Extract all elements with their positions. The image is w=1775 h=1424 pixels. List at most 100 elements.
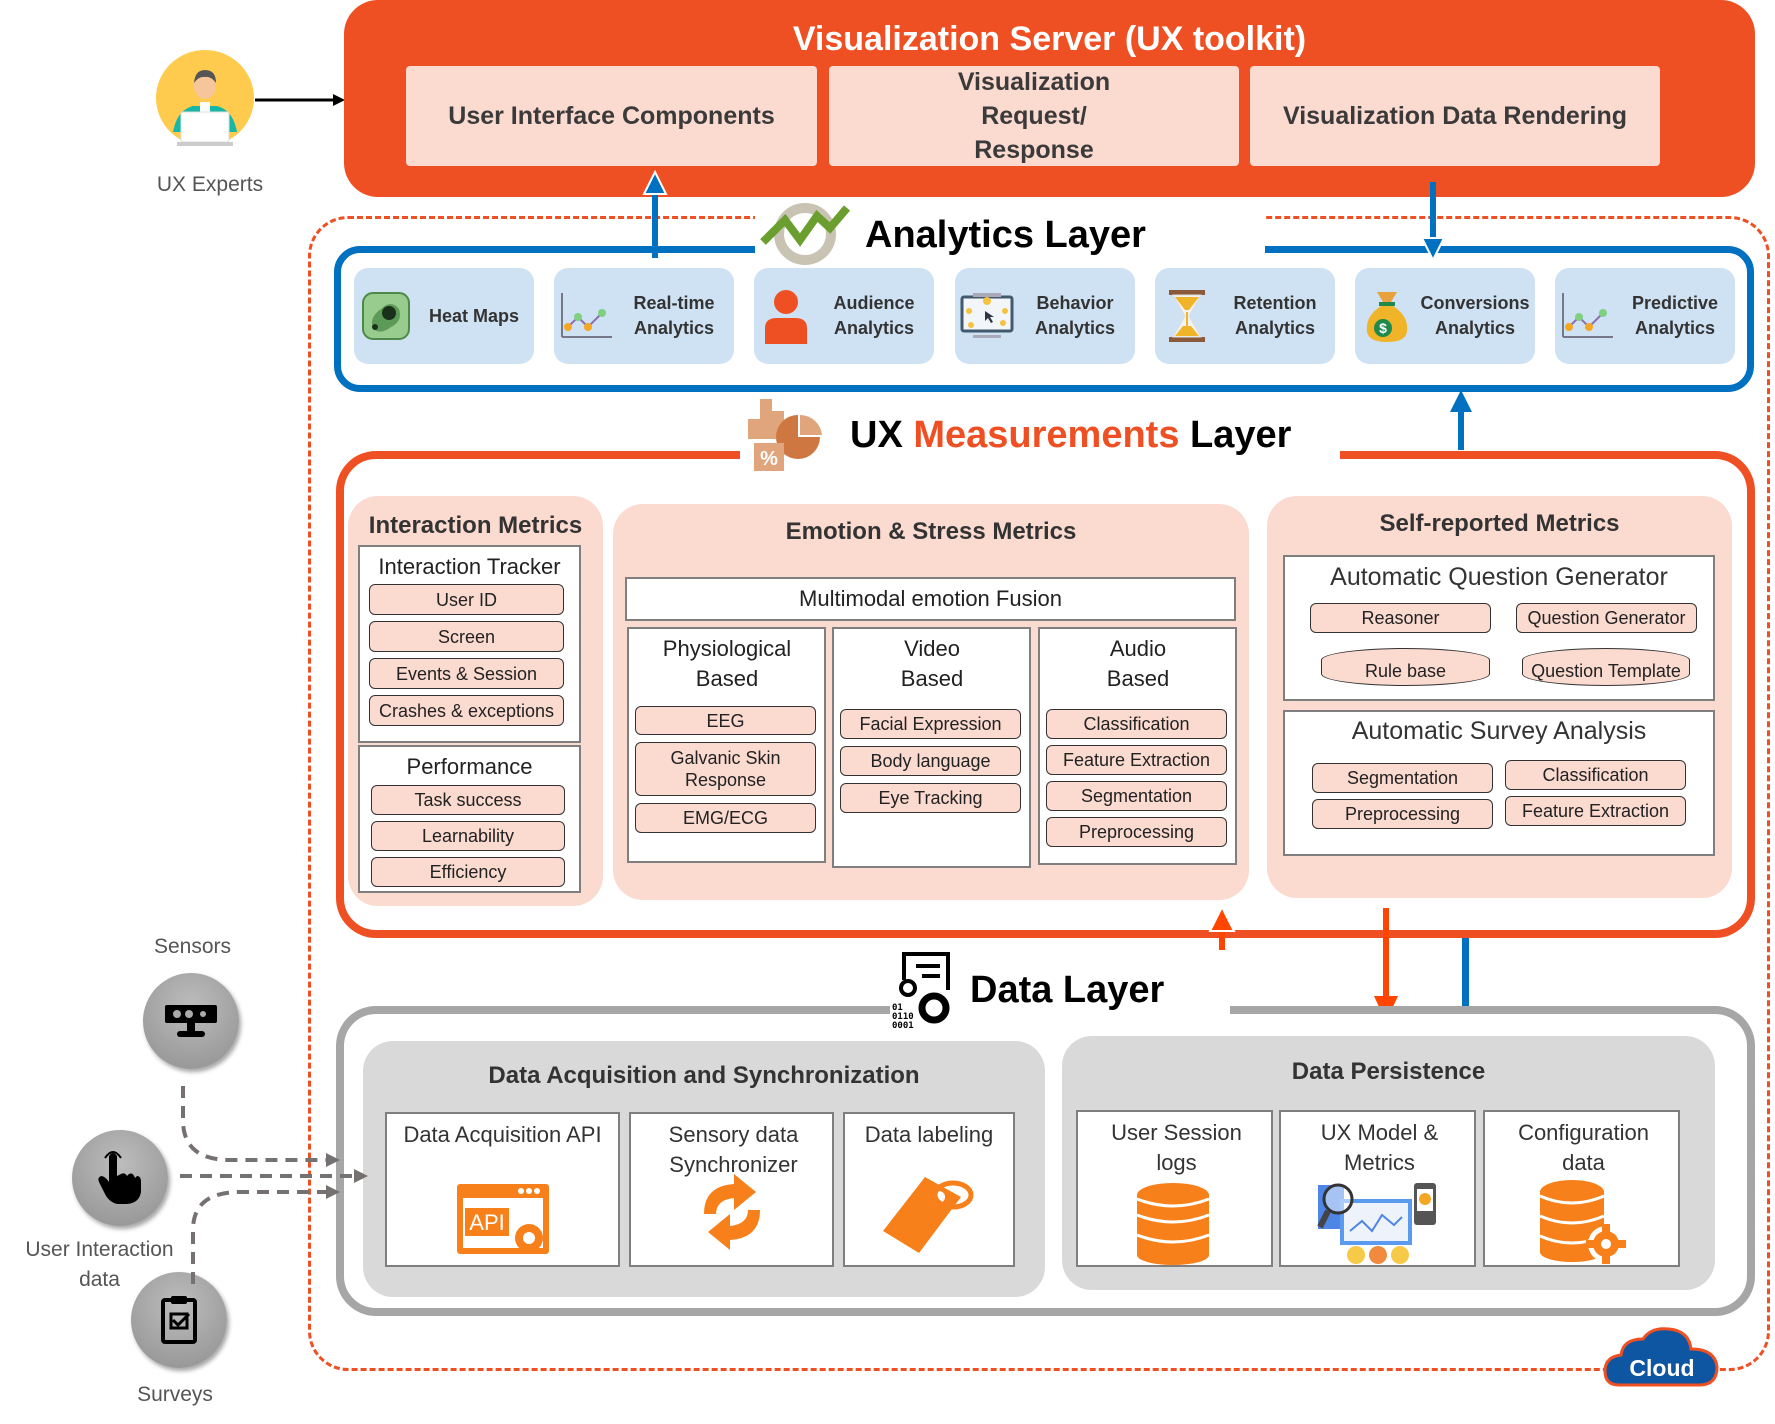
money-bag-icon: $: [1359, 288, 1415, 344]
persistence-item[interactable]: UX Model & Metrics: [1279, 1110, 1476, 1267]
audio-item[interactable]: Feature Extraction: [1046, 745, 1227, 775]
svg-text:$: $: [1379, 320, 1387, 336]
ux-expert-avatar: [155, 50, 255, 150]
analytics-card-behavior-analytics[interactable]: Behavior Analytics: [955, 268, 1135, 364]
svg-text:0001: 0001: [892, 1021, 914, 1030]
survey-analysis-item[interactable]: Feature Extraction: [1505, 796, 1686, 826]
analytics-card-heat-maps[interactable]: Heat Maps: [354, 268, 534, 364]
tag-icon: [845, 1164, 1013, 1260]
video-item[interactable]: Body language: [840, 746, 1021, 776]
physiological-item[interactable]: EEG: [635, 706, 816, 735]
viz-component-request-response-label: Visualization Request/ Response: [957, 68, 1111, 164]
analytics-card-audience-analytics[interactable]: Audience Analytics: [754, 268, 934, 364]
analytics-card-label: Conversions Analytics: [1420, 293, 1530, 338]
acquisition-item[interactable]: Data Acquisition API API: [385, 1112, 620, 1267]
heatmap-icon: [358, 288, 414, 344]
title-prefix: UX: [850, 413, 914, 456]
tracker-item[interactable]: User ID: [369, 584, 564, 615]
viz-component-request-response[interactable]: Visualization Request/ Response: [829, 66, 1239, 166]
server-to-analytics-arrow: [1420, 182, 1446, 262]
analytics-card-conversions-analytics[interactable]: $ Conversions Analytics: [1355, 268, 1535, 364]
title-suffix: Layer: [1179, 413, 1292, 456]
persistence-item-label: Configuration data: [1518, 1120, 1649, 1175]
video-item[interactable]: Eye Tracking: [840, 783, 1021, 813]
persistence-title: Data Persistence: [1291, 1058, 1486, 1085]
survey-analysis-item[interactable]: Segmentation: [1312, 763, 1493, 793]
viz-component-ui[interactable]: User Interface Components: [406, 66, 817, 166]
data-layer-title: Data Layer: [970, 968, 1165, 1011]
analytics-logo-icon: [760, 203, 851, 265]
ux-expert-icon: [156, 50, 254, 146]
performance-item[interactable]: Efficiency: [371, 857, 565, 887]
viz-component-rendering[interactable]: Visualization Data Rendering: [1250, 66, 1660, 166]
database-gear-icon: [1485, 1178, 1678, 1268]
question-generator-item[interactable]: Question Generator: [1516, 603, 1697, 633]
survey-analysis-item[interactable]: Classification: [1505, 760, 1686, 790]
performance-item[interactable]: Learnability: [371, 821, 565, 851]
tracker-item[interactable]: Events & Session: [369, 658, 564, 689]
screen-cursor-icon: [959, 288, 1015, 344]
svg-text:0110: 0110: [892, 1012, 914, 1022]
surveys-source[interactable]: [131, 1272, 227, 1368]
persistence-item[interactable]: User Session logs: [1076, 1110, 1273, 1267]
analytics-card-label: Behavior Analytics: [1034, 293, 1116, 338]
acquisition-item-label: Data Acquisition API: [403, 1122, 602, 1147]
cloud-icon: [1603, 1327, 1719, 1387]
audio-item[interactable]: Classification: [1046, 709, 1227, 739]
video-item[interactable]: Facial Expression: [840, 709, 1021, 739]
user-interaction-source[interactable]: [72, 1130, 168, 1226]
svg-text:API: API: [469, 1210, 504, 1235]
audio-item[interactable]: Preprocessing: [1046, 817, 1227, 847]
visualization-server-title: Visualization Server (UX toolkit): [792, 19, 1307, 58]
acquisition-title: Data Acquisition and Synchronization: [488, 1062, 920, 1089]
performance-item[interactable]: Task success: [371, 785, 565, 815]
analytics-card-retention-analytics[interactable]: Retention Analytics: [1155, 268, 1335, 364]
multimodal-fusion-box[interactable]: Multimodal emotion Fusion: [625, 577, 1236, 621]
analytics-card-label: Retention Analytics: [1233, 293, 1317, 338]
knowledge-store[interactable]: Question Template: [1522, 648, 1690, 686]
analytics-to-server-arrow: [642, 170, 668, 258]
acquisition-item-label: Data labeling: [864, 1122, 994, 1147]
self-reported-title: Self-reported Metrics: [1379, 510, 1620, 537]
analytics-card-predictive-analytics[interactable]: Predictive Analytics: [1555, 268, 1735, 364]
acquisition-item[interactable]: Data labeling: [843, 1112, 1015, 1267]
knowledge-store[interactable]: Rule base: [1321, 648, 1490, 686]
survey-analysis-title: Automatic Survey Analysis: [1351, 716, 1647, 745]
analytics-card-real-time-analytics[interactable]: Real-time Analytics: [554, 268, 734, 364]
source-connector-arrows: [180, 1086, 368, 1284]
interaction-tracker-title: Interaction Tracker: [378, 554, 561, 579]
physiological-item[interactable]: Galvanic Skin Response: [635, 742, 816, 796]
physiological-item[interactable]: EMG/ECG: [635, 803, 816, 833]
line-chart-icon: [1559, 288, 1615, 344]
analytics-dashboard-icon: [1281, 1178, 1474, 1268]
data-layer-header: 01 0110 0001 Data Layer: [890, 950, 1230, 1030]
tracker-item[interactable]: Crashes & exceptions: [369, 695, 564, 726]
line-chart-icon: [558, 288, 614, 344]
question-generator-item[interactable]: Reasoner: [1310, 603, 1491, 633]
hourglass-icon: [1159, 288, 1215, 344]
ux-measurements-title: UX Measurements Layer: [850, 414, 1291, 457]
persistence-item[interactable]: Configuration data: [1483, 1110, 1680, 1267]
audio-item[interactable]: Segmentation: [1046, 781, 1227, 811]
data-to-analytics-line: [1462, 938, 1469, 1018]
question-generator-title: Automatic Question Generator: [1330, 562, 1668, 591]
sensor-camera-icon: [165, 1005, 217, 1037]
tracker-item[interactable]: Screen: [369, 621, 564, 652]
svg-text:%: %: [760, 448, 778, 470]
person-icon: [758, 288, 814, 344]
acquisition-item[interactable]: Sensory data Synchronizer: [629, 1112, 834, 1267]
measurement-to-analytics-arrow: [1450, 390, 1472, 450]
persistence-item-label: UX Model & Metrics: [1320, 1120, 1439, 1175]
data-logo-icon: 01 0110 0001: [892, 952, 950, 1030]
acquisition-item-label: Sensory data Synchronizer: [668, 1122, 799, 1177]
analytics-card-label: Real-time Analytics: [633, 293, 715, 338]
ux-measurements-header: % UX Measurements Layer: [740, 395, 1340, 475]
actor-to-server-arrow: [255, 94, 345, 106]
survey-analysis-item[interactable]: Preprocessing: [1312, 799, 1493, 829]
analytics-layer-title: Analytics Layer: [865, 213, 1146, 256]
sensors-source[interactable]: [143, 973, 239, 1069]
analytics-card-label: Audience Analytics: [833, 293, 915, 338]
title-highlight: Measurements: [913, 413, 1180, 456]
svg-text:01: 01: [892, 1003, 903, 1013]
clipboard-check-icon: [161, 1296, 197, 1344]
